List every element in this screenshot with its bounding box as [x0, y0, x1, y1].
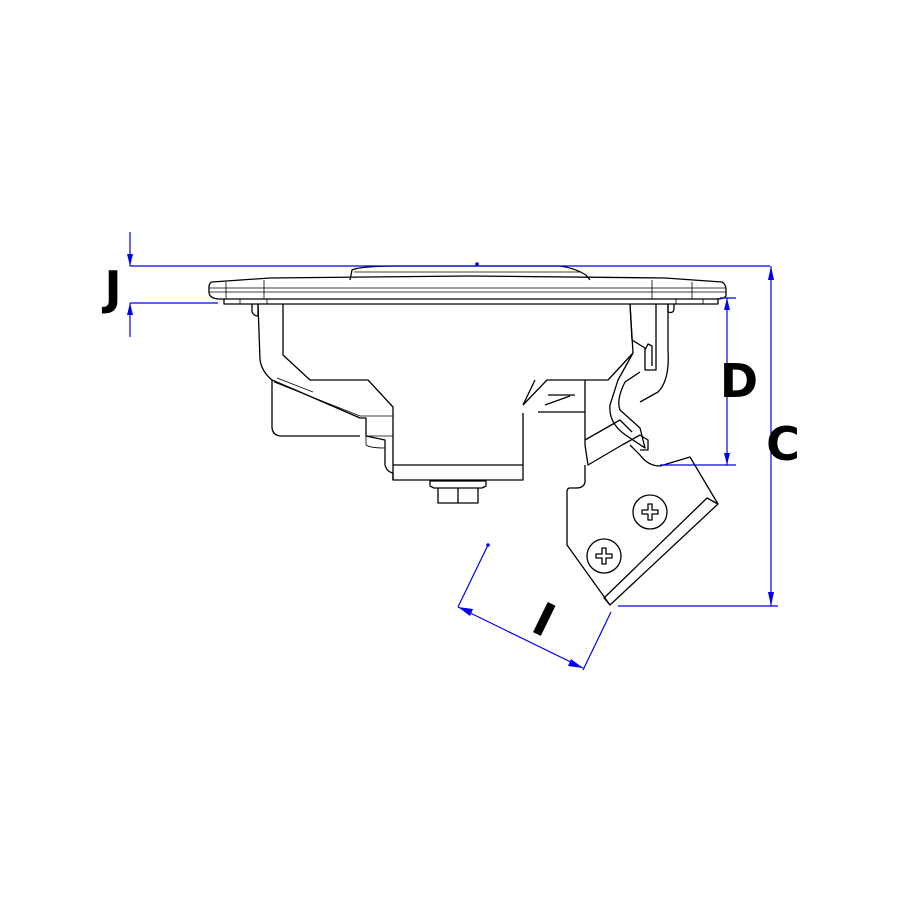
dimension-label-c: C — [766, 417, 800, 471]
dimension-label-j: J — [101, 261, 121, 315]
dimension-lines — [127, 232, 778, 671]
dimension-label-d: D — [720, 354, 758, 408]
screw-icon — [586, 538, 622, 574]
screw-icon — [632, 494, 668, 530]
latch-body — [208, 265, 727, 606]
dimension-label-i: I — [524, 592, 563, 648]
